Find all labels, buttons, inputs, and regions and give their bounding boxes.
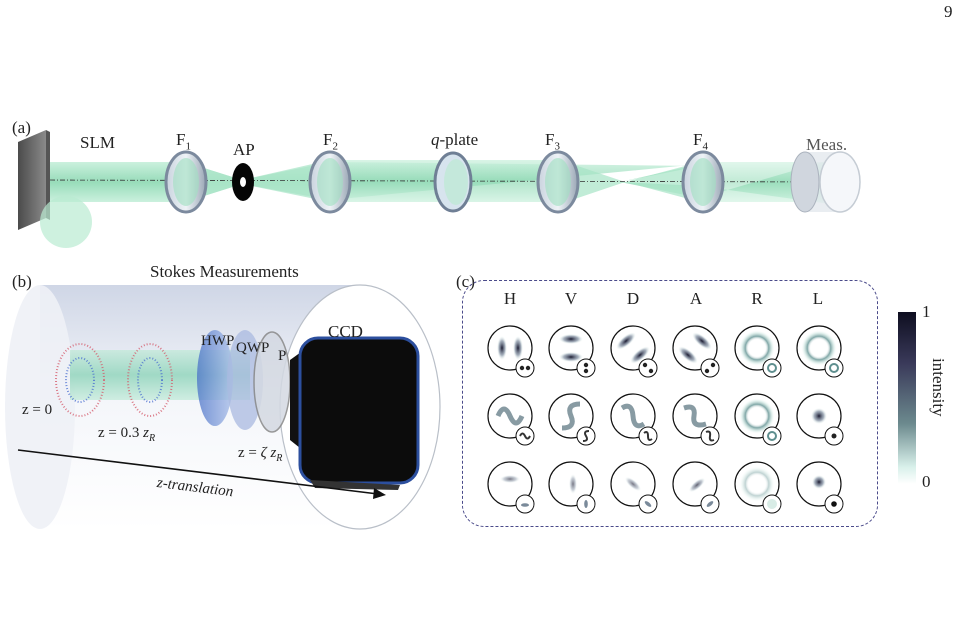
f1-label: F1: [176, 130, 191, 153]
cell-row2-d: [610, 393, 658, 446]
panel-b-label: (b): [12, 272, 32, 291]
waveplate-hwp: [197, 330, 233, 426]
lens-f3: [536, 150, 580, 214]
column-header-h: H: [503, 289, 517, 308]
cell-row2-l: [796, 393, 844, 446]
cell-row3-a: [672, 461, 720, 514]
cell-row1-v: [548, 325, 596, 378]
cell-row1-d: [610, 325, 658, 378]
panel-a-label: (a): [12, 118, 31, 137]
colorbar-title: intensity: [929, 358, 948, 417]
qwp-label: QWP: [236, 340, 270, 356]
q-plate-label: q-plate: [431, 130, 479, 149]
page-number: 9: [944, 2, 953, 21]
f3-label: F3: [545, 130, 560, 153]
panel-c-frame: [462, 280, 878, 527]
z2-label: z = ζ zR: [238, 445, 283, 464]
stokes-intensity-grid: [487, 325, 844, 514]
hwp-label: HWP: [201, 333, 235, 349]
cell-row3-d: [610, 461, 658, 514]
cell-row2-h: [487, 393, 535, 446]
z0-label: z = 0: [22, 402, 53, 418]
colorbar-max-label: 1: [922, 302, 931, 321]
ccd-label: CCD: [328, 322, 363, 341]
meas-label: Meas.: [806, 135, 848, 154]
waveplate-qwp: [227, 330, 263, 430]
cell-row2-v: [548, 393, 596, 446]
optical-setup-diagram: [18, 130, 861, 248]
f2-label: F2: [323, 130, 338, 153]
aperture-ap: [232, 163, 254, 201]
column-header-r: R: [751, 289, 763, 308]
cell-row3-r: [734, 461, 782, 514]
polarization-pattern-z0: [55, 343, 105, 417]
cell-row3-v: [548, 461, 596, 514]
translation-arrow: [17, 449, 386, 499]
cell-row3-h: [487, 461, 535, 514]
z1-label: z = 0.3 zR: [98, 425, 156, 444]
column-header-a: A: [689, 289, 703, 308]
stokes-title: Stokes Measurements: [150, 262, 299, 281]
cell-row2-a: [672, 393, 720, 446]
column-header-d: D: [626, 289, 640, 308]
q-plate: [433, 151, 473, 213]
lens-f4: [681, 150, 725, 214]
cell-row3-l: [796, 461, 844, 514]
slm-label: SLM: [80, 133, 115, 152]
ap-label: AP: [233, 140, 255, 159]
ccd-camera: [290, 336, 420, 490]
column-header-l: L: [812, 289, 824, 308]
cell-row1-l: [796, 325, 844, 378]
colorbar-min-label: 0: [922, 472, 931, 491]
slm-device: [18, 130, 92, 248]
polarization-pattern-z1: [127, 343, 173, 417]
measurement-cylinder: [790, 151, 861, 213]
p-label: P: [278, 348, 287, 364]
column-header-v: V: [564, 289, 578, 308]
f4-label: F4: [693, 130, 708, 153]
lens-f2: [308, 150, 352, 214]
cell-row1-h: [487, 325, 535, 378]
cell-row2-r: [734, 393, 782, 446]
cell-row1-r: [734, 325, 782, 378]
lens-f1: [164, 150, 208, 214]
stokes-setup-diagram: [5, 284, 441, 530]
cell-row1-a: [672, 325, 720, 378]
colorbar: [898, 312, 916, 484]
